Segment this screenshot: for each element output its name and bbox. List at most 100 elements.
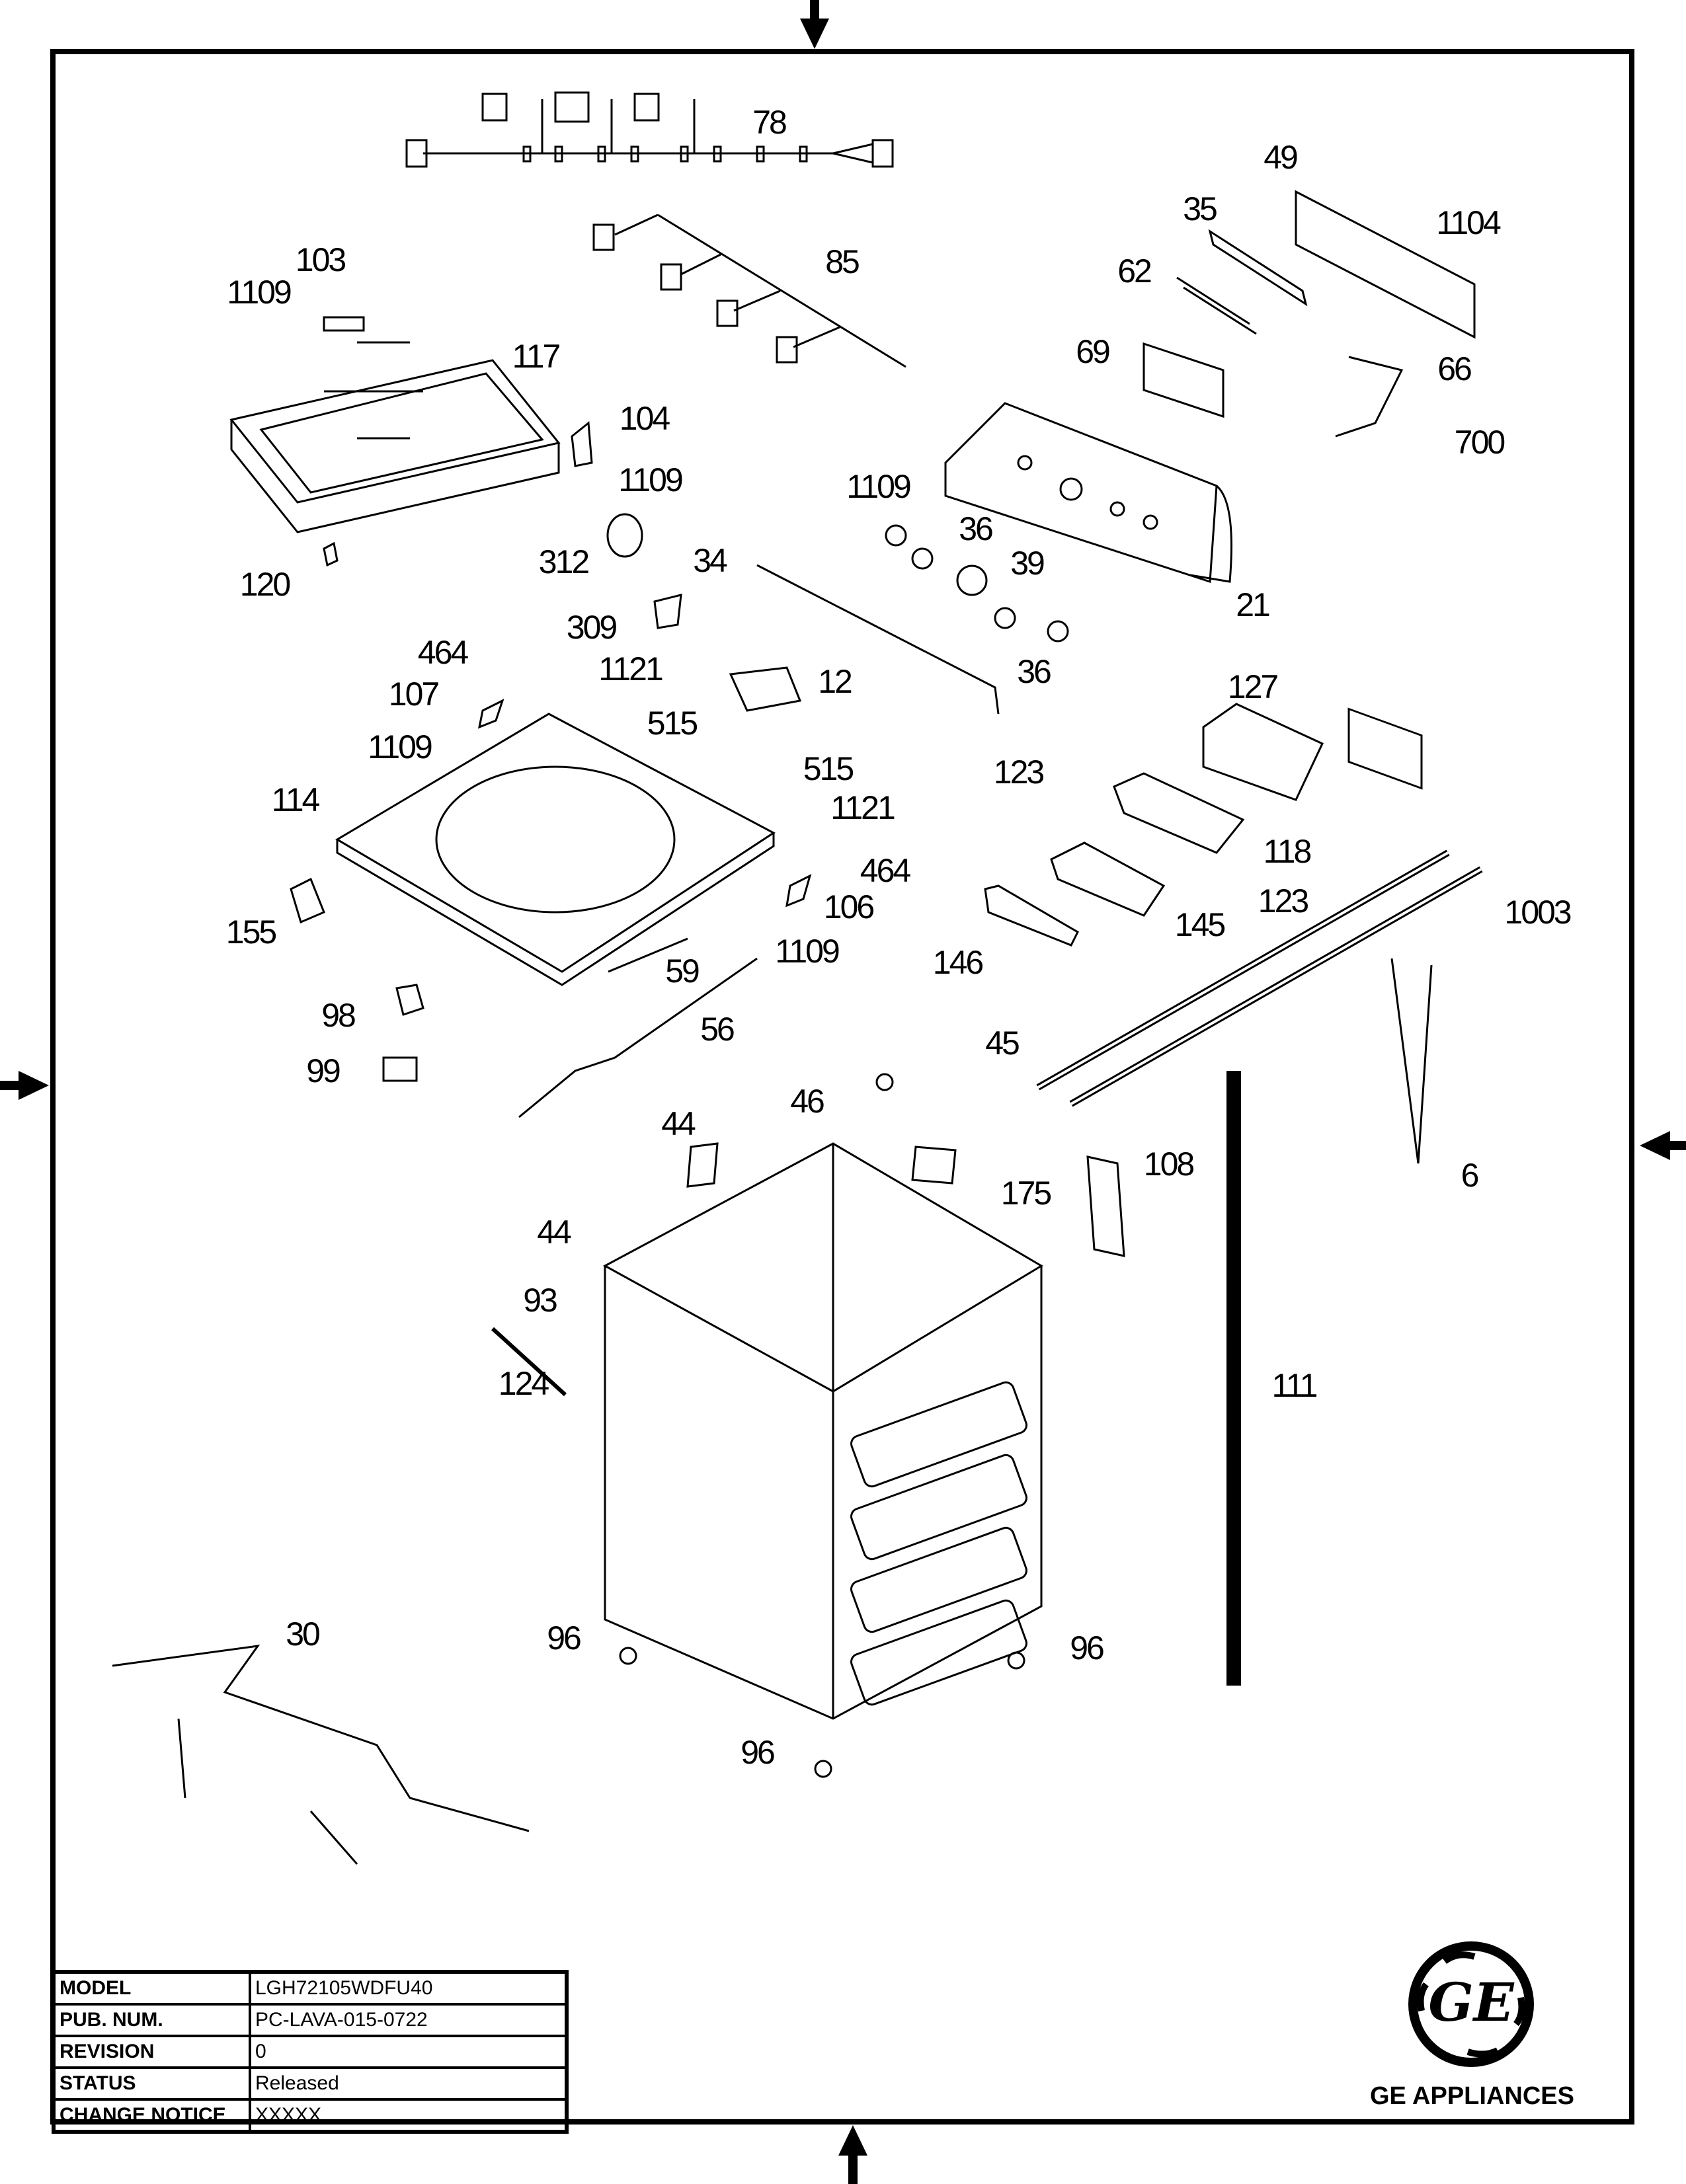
callout-45: 45	[985, 1025, 1020, 1062]
part-312-capacitor	[606, 513, 643, 558]
title-row-pub-num: PUB. NUM. PC-LAVA-015-0722	[52, 2003, 568, 2037]
part-114-top-cover	[335, 713, 776, 986]
part-106-hinge	[785, 874, 812, 908]
title-key: CHANGE NOTICE	[52, 2098, 251, 2133]
callout-1003: 1003	[1504, 894, 1572, 931]
title-row-status: STATUS Released	[52, 2066, 568, 2101]
callout-700: 700	[1454, 424, 1505, 461]
title-key: PUB. NUM.	[52, 2003, 251, 2037]
callout-96: 96	[741, 1734, 776, 1771]
callout-21: 21	[1236, 586, 1271, 623]
callout-44: 44	[537, 1214, 572, 1251]
part-127-housing	[1202, 703, 1324, 801]
callout-56: 56	[700, 1011, 735, 1048]
callout-93: 93	[523, 1282, 558, 1319]
callout-99: 99	[306, 1052, 341, 1089]
callout-30: 30	[286, 1616, 321, 1653]
callout-145: 145	[1174, 906, 1226, 943]
callout-155: 155	[225, 914, 277, 951]
callout-39: 39	[1010, 545, 1045, 582]
callout-96: 96	[1070, 1629, 1105, 1666]
title-key: STATUS	[52, 2066, 251, 2101]
part-309-clip	[653, 594, 682, 629]
callout-146: 146	[932, 944, 984, 981]
callout-36: 36	[959, 510, 994, 547]
part-155-handle	[290, 877, 325, 924]
callout-120: 120	[239, 566, 291, 603]
callout-6: 6	[1461, 1157, 1480, 1194]
part-96-feet	[619, 1647, 1025, 1778]
part-107-lock	[477, 699, 504, 729]
callout-46: 46	[790, 1083, 825, 1120]
callout-108: 108	[1143, 1146, 1195, 1183]
part-108-bracket	[1086, 1155, 1125, 1257]
part-6-power-cord	[1390, 958, 1433, 1164]
callout-1104: 1104	[1436, 204, 1502, 241]
callout-96: 96	[547, 1619, 582, 1657]
title-value-change-notice: XXXXX	[249, 2098, 568, 2133]
title-row-revision: REVISION 0	[52, 2035, 568, 2069]
callout-59: 59	[665, 953, 700, 990]
callout-123: 123	[1258, 882, 1309, 919]
part-93-cabinet	[602, 1142, 1043, 1720]
part-30-main-harness	[112, 1645, 530, 1865]
callout-111: 111	[1271, 1367, 1318, 1404]
title-row-model: MODEL LGH72105WDFU40	[52, 1970, 568, 2006]
title-value-pub-num: PC-LAVA-015-0722	[249, 2003, 568, 2037]
title-block: MODEL LGH72105WDFU40 PUB. NUM. PC-LAVA-0…	[52, 1970, 569, 2134]
title-key: REVISION	[52, 2035, 251, 2069]
part-69-board	[1143, 342, 1224, 418]
callout-117: 117	[512, 338, 561, 375]
part-117-lid	[229, 341, 561, 533]
callout-85: 85	[825, 243, 860, 280]
callout-49: 49	[1264, 139, 1299, 176]
callout-12: 12	[818, 663, 853, 700]
svg-text:GE: GE	[1428, 1971, 1514, 2033]
part-12-valve	[729, 666, 802, 712]
callout-127: 127	[1227, 668, 1279, 705]
callout-1109: 1109	[846, 468, 912, 505]
part-21-control-panel	[944, 402, 1232, 584]
part-49-rear-cover	[1295, 190, 1476, 790]
brand-name: GE APPLIANCES	[1370, 2082, 1574, 2110]
callout-66: 66	[1437, 350, 1472, 387]
part-34-rod	[756, 564, 1000, 715]
part-145-drawer	[1050, 841, 1166, 917]
title-row-change-notice: CHANGE NOTICE XXXXX	[52, 2098, 568, 2133]
callout-62: 62	[1117, 253, 1152, 290]
drawing-frame	[50, 49, 1634, 2125]
part-62-board	[1176, 276, 1257, 335]
callout-35: 35	[1183, 190, 1218, 227]
callout-175: 175	[1000, 1175, 1052, 1212]
title-value-revision: 0	[249, 2035, 568, 2069]
callout-98: 98	[321, 997, 356, 1034]
callout-1109: 1109	[775, 933, 840, 970]
callout-106: 106	[823, 888, 875, 925]
part-120-switch	[323, 541, 339, 567]
callout-1121: 1121	[598, 650, 664, 687]
part-118-tray	[1113, 772, 1245, 854]
callout-312: 312	[538, 543, 590, 580]
callout-34: 34	[693, 542, 728, 579]
part-45-1003-hoses	[1036, 849, 1483, 1107]
part-103-hinge	[323, 316, 365, 332]
callout-1109: 1109	[227, 274, 292, 311]
part-46-nut	[875, 1073, 894, 1091]
ge-logo-icon: GE	[1408, 1941, 1534, 2067]
title-value-status: Released	[249, 2066, 568, 2101]
part-99-sensor	[382, 1056, 418, 1082]
callout-104: 104	[619, 400, 670, 437]
callout-515: 515	[647, 705, 698, 742]
callout-124: 124	[498, 1365, 549, 1402]
callout-44: 44	[661, 1105, 696, 1142]
part-175-pad	[911, 1146, 957, 1185]
part-59-clips	[608, 937, 688, 973]
part-124-bracket	[491, 1327, 567, 1397]
callout-309: 309	[566, 609, 618, 646]
callout-123: 123	[993, 754, 1045, 791]
part-56-harness	[518, 957, 758, 1118]
title-key: MODEL	[52, 1970, 251, 2006]
callout-515: 515	[803, 750, 854, 787]
callout-69: 69	[1076, 333, 1111, 370]
